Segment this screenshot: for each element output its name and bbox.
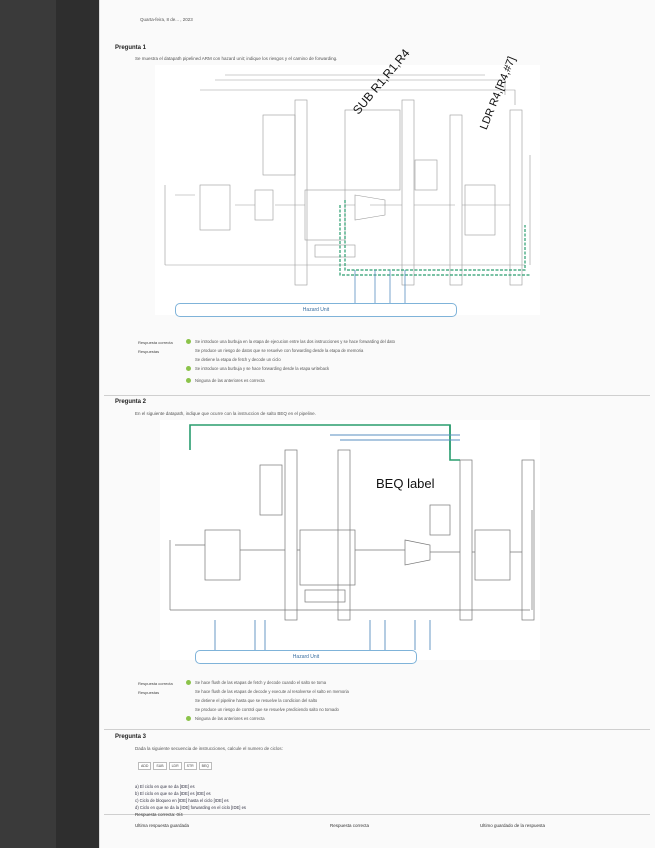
check-icon [186, 716, 191, 722]
check-icon [186, 680, 191, 686]
table-cell: BEQ [198, 762, 213, 770]
question-3-title: Pregunta 3 [115, 734, 147, 740]
answer-label-1: Respuesta correcta [138, 340, 173, 345]
q3-line-c: c) Ciclo de bloqueo en [IDE] hasta el ci… [135, 798, 229, 803]
question-1-text: Se muestra el datapath pipelined ARM con… [135, 56, 338, 61]
footer-col-3: Ultimo guardado de la respuesta [480, 823, 546, 828]
footer-score: Respuesta correcta: 0/4 [135, 812, 183, 817]
answer-option-1b: Se produce un riesgo de datos que se res… [195, 348, 364, 353]
instruction-table: ADD SUB LDR STR BEQ [138, 762, 213, 770]
datapath-diagram-2 [169, 424, 535, 650]
q3-line-a: a) El ciclo en que se da [IDE] es [135, 784, 195, 789]
q3-line-b: b) El ciclo en que se da [IDE] es [IDE] … [135, 791, 211, 796]
datapath-figure-2 [160, 420, 540, 660]
check-icon [186, 378, 191, 384]
footer-col-1: Ultima respuesta guardada [135, 823, 190, 828]
check-icon [186, 339, 191, 345]
answer-label-2: Respuesta correcta [138, 681, 173, 686]
q3-line-d: d) Ciclo en que se da la [IDE] forwardin… [135, 805, 247, 810]
table-cell: LDR [168, 762, 182, 770]
hazard-unit-2: Hazard Unit [195, 650, 417, 664]
separator-2 [104, 729, 650, 730]
footer-col-2: Respuesta correcta [330, 823, 370, 828]
separator-3 [104, 814, 650, 815]
annotation-beq: BEQ label [376, 476, 435, 491]
answer-option-2b: Se hace flush de las etapas de decode y … [195, 689, 349, 694]
table-cell: STR [183, 762, 197, 770]
answer-option-1d: Se introduce una burbuja y se hace forwa… [186, 366, 329, 372]
answer-option-1e: Ninguna de las anteriores es correcta [186, 378, 265, 384]
question-1-title: Pregunta 1 [115, 45, 147, 51]
question-2-text: En el siguiente datapath, indique que oc… [135, 411, 316, 416]
answer-option-2e: Ninguna de las anteriores es correcta [186, 716, 265, 722]
answer-option-1a: Se introduce una burbuja en la etapa de … [186, 339, 395, 345]
answer-option-1c: Se detiene la etapa de fetch y decode un… [195, 357, 281, 362]
table-cell: ADD [138, 762, 152, 770]
separator-1 [104, 395, 650, 396]
question-3-text: Dada la siguiente secuencia de instrucci… [135, 746, 283, 751]
datapath-diagram-1 [164, 74, 531, 305]
datapath-figure-1 [155, 65, 540, 315]
answer-option-2d: Se produce un riesgo de control que se r… [195, 707, 339, 712]
answer-option-2a: Se hace flush de las etapas de fetch y d… [186, 680, 326, 686]
table-cell: SUB [153, 762, 167, 770]
check-icon [186, 366, 191, 372]
answer-label-1b: Respuestas [138, 349, 160, 354]
question-2-title: Pregunta 2 [115, 399, 147, 405]
hazard-unit-1: Hazard Unit [175, 303, 457, 317]
left-sidebar [0, 0, 99, 848]
answer-option-2c: Se detiene el pipeline hasta que se resu… [195, 698, 318, 703]
sidebar-inner [56, 0, 99, 848]
answer-label-2b: Respuestas [138, 690, 160, 695]
top-snippet: Quarta-feira, 8 de... , 2023 [140, 17, 193, 22]
